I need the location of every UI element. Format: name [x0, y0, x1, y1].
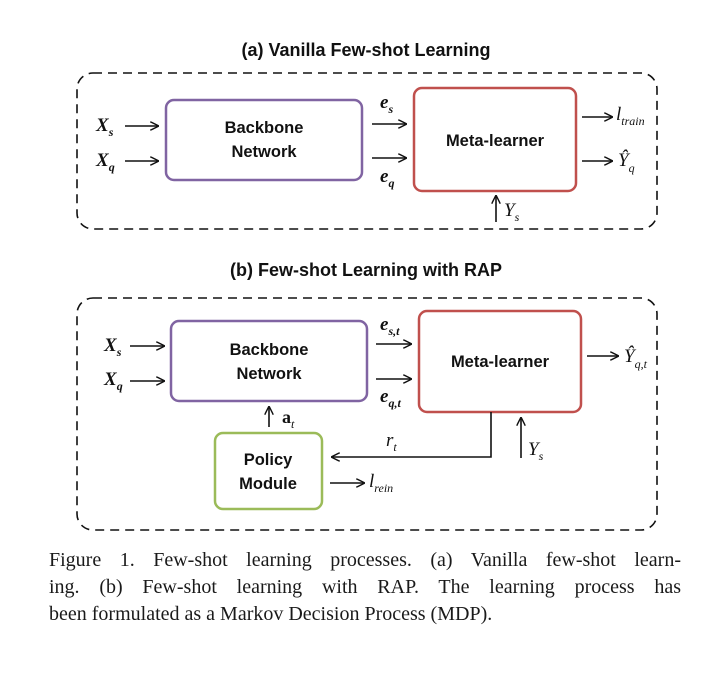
panel-a-backbone-label-2: Network [231, 143, 297, 161]
panel-b-meta-learner-box [417, 309, 583, 414]
panel-a-yhat-label: Ŷq [618, 149, 635, 175]
panel-a-xq-label: Xq [95, 150, 115, 174]
panel-a-meta-learner-label: Meta-learner [446, 132, 545, 150]
panel-b-backbone-label-1: Backbone [230, 341, 309, 359]
panel-a-frame [76, 72, 658, 230]
caption-line-2: ing. (b) Few-shot learning with RAP. The… [49, 576, 681, 598]
panel-b-backbone-box [169, 319, 369, 403]
panel-b-policy-label-1: Policy [244, 451, 293, 469]
caption-line-3: been formulated as a Markov Decision Pro… [49, 603, 493, 625]
panel-b-at-label: at [282, 407, 295, 431]
panel-b-lrein-label: lrein [369, 471, 393, 495]
panel-a-xs-label: Xs [95, 115, 114, 139]
panel-a-ys-label: Ys [504, 200, 520, 224]
caption-line-1: Figure 1. Few-shot learning processes. (… [49, 549, 681, 571]
panel-b-xq-label: Xq [103, 369, 123, 393]
panel-a-eq-label: eq [380, 166, 394, 190]
panel-a-title: (a) Vanilla Few-shot Learning [241, 40, 490, 60]
panel-b-meta-learner-label: Meta-learner [451, 353, 550, 371]
panel-b-est-label: es,t [380, 314, 400, 338]
panel-a-ltrain-label: ltrain [616, 104, 645, 128]
panel-b-backbone-label-2: Network [236, 365, 302, 383]
panel-b-xs-label: Xs [103, 335, 122, 359]
panel-b-rt-label: rt [386, 430, 397, 454]
panel-b-ys-label: Ys [528, 439, 544, 463]
panel-b-yhat-label: Ŷq,t [624, 345, 648, 371]
panel-a-backbone-box [164, 98, 364, 182]
panel-b-eqt-label: eq,t [380, 386, 401, 410]
panel-b-frame [76, 297, 658, 531]
panel-a-es-label: es [380, 92, 393, 116]
panel-a-backbone-label-1: Backbone [225, 119, 304, 137]
panel-b-title: (b) Few-shot Learning with RAP [230, 260, 502, 280]
figure-caption: Figure 1. Few-shot learning processes. (… [49, 547, 681, 628]
panel-a-meta-learner-box [412, 86, 578, 193]
panel-b-reward-path [332, 412, 492, 457]
few-shot-diagram: (a) Vanilla Few-shot Learning Backbone N… [76, 40, 658, 531]
panel-b-policy-module-box [213, 431, 324, 511]
panel-b-policy-label-2: Module [239, 475, 297, 493]
